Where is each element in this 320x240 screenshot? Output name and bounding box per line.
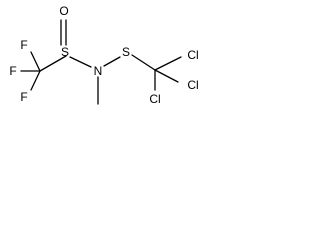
bond-sulfinyl-s-to-n	[69, 56, 92, 68]
atom-label-cl-top: Cl	[187, 48, 198, 62]
atom-label-n-amine: N	[94, 64, 103, 78]
bond-sulfenyl-s-to-ccl3-carbon	[131, 54, 156, 71]
atom-label-f-left: F	[9, 64, 16, 78]
atom-label-cl-right: Cl	[187, 78, 198, 92]
bond-cf3-carbon-to-sulfinyl-s	[39, 55, 67, 72]
bond-f-top-to-cf3-carbon	[30, 51, 41, 72]
chemical-structure-diagram: F F F O S N S Cl Cl Cl	[9, 4, 198, 106]
bond-n-to-sulfenyl-s	[103, 56, 121, 67]
atom-label-o-sulfinyl: O	[59, 4, 68, 18]
bond-ccl3-carbon-to-cl-right	[154, 69, 179, 83]
atom-label-cl-bottom: Cl	[149, 92, 160, 106]
bond-ccl3-carbon-to-cl-top	[154, 56, 182, 71]
atom-label-f-top: F	[20, 38, 27, 52]
bond-f-bottom-to-cf3-carbon	[30, 70, 41, 91]
atom-label-s-sulfenyl: S	[122, 45, 130, 59]
atom-label-f-bottom: F	[20, 90, 27, 104]
atom-label-s-sulfinyl: S	[61, 45, 69, 59]
